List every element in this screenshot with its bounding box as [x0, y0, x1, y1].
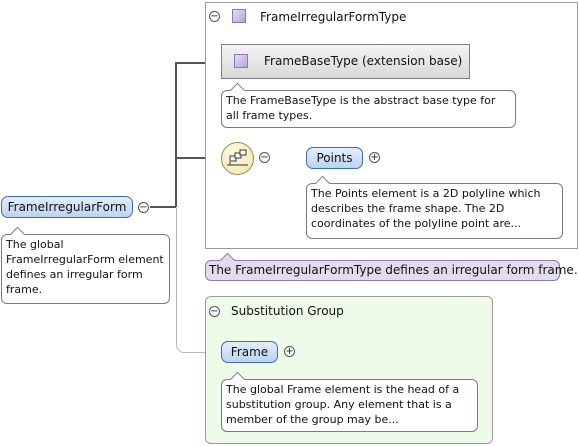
element-frame[interactable]: Frame — [221, 341, 278, 363]
extension-base-label: FrameBaseType (extension base) — [264, 54, 463, 68]
complex-type-title: FrameIrregularFormType — [260, 10, 407, 24]
extension-base-box[interactable]: FrameBaseType (extension base) — [221, 44, 470, 79]
complex-type-description-text: The FrameIrregularFormType defines an ir… — [209, 263, 578, 277]
complex-type-icon — [234, 54, 248, 68]
complex-type-description: The FrameIrregularFormType defines an ir… — [205, 252, 578, 281]
extension-base-note: The FrameBaseType is the abstract base t… — [221, 82, 516, 128]
element-points[interactable]: Points — [306, 147, 363, 169]
frame-note-text: The global Frame element is the head of … — [226, 383, 460, 426]
connector-to-base — [175, 62, 221, 64]
frame-expand-icon[interactable]: + — [284, 346, 295, 357]
points-note: The Points element is a 2D polyline whic… — [306, 175, 563, 239]
collapse-icon[interactable]: − — [209, 11, 220, 22]
connector-to-sequence — [175, 157, 221, 159]
root-element-note-text: The global FrameIrregularForm element de… — [6, 238, 164, 296]
complex-type-icon — [232, 9, 246, 23]
extension-base-note-text: The FrameBaseType is the abstract base t… — [226, 94, 496, 122]
root-element-note: The global FrameIrregularForm element de… — [1, 226, 170, 304]
sequence-glyph — [227, 149, 248, 166]
connector-root-horizontal — [150, 206, 176, 208]
substitution-group-title: Substitution Group — [231, 304, 344, 318]
points-expand-icon[interactable]: + — [369, 152, 380, 163]
root-collapse-icon[interactable]: − — [138, 202, 149, 213]
connector-trunk-vertical — [175, 62, 177, 207]
sequence-collapse-icon[interactable]: − — [259, 152, 270, 163]
connector-to-substitution-group — [176, 208, 221, 353]
frame-note: The global Frame element is the head of … — [221, 371, 478, 432]
points-note-text: The Points element is a 2D polyline whic… — [311, 187, 541, 230]
sequence-compositor-icon[interactable] — [221, 142, 254, 175]
element-frame-irregular-form[interactable]: FrameIrregularForm — [1, 196, 133, 218]
substitution-collapse-icon[interactable]: − — [209, 306, 220, 317]
